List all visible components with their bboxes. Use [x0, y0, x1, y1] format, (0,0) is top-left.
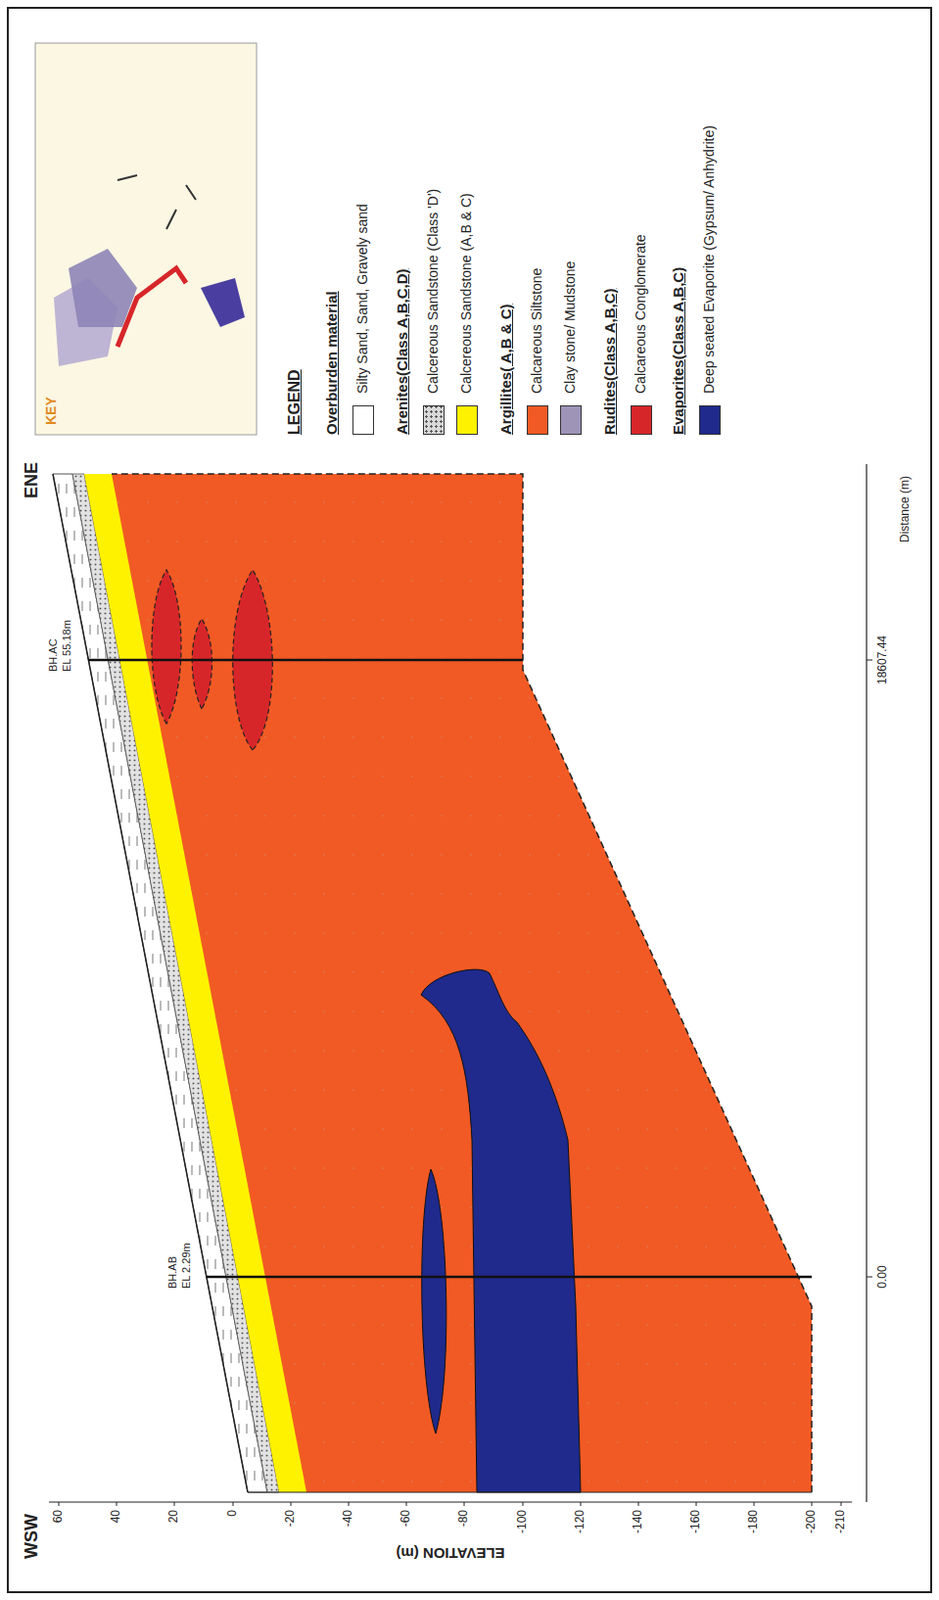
- tick-mark: [522, 1502, 524, 1506]
- evaporite-body: [421, 969, 581, 1493]
- legend-text: Calcareous Conglomerate: [632, 41, 649, 394]
- tick-mark: [348, 1502, 350, 1506]
- legend-swatch: [526, 405, 549, 435]
- sandstone-band: [84, 473, 307, 1493]
- tick-label: -200: [804, 1509, 819, 1534]
- legend-swatch: [456, 405, 478, 435]
- section-boundary: [111, 473, 812, 1493]
- tick-label: 40: [109, 1509, 124, 1523]
- legend-swatch: [352, 405, 375, 435]
- legend-text: Calcereous Sandstone (A,B & C): [458, 41, 474, 394]
- tick-label: -160: [689, 1509, 704, 1534]
- axis-label: ELEVATION (m): [395, 1544, 505, 1561]
- tick-label: 20: [167, 1509, 182, 1523]
- legend-swatch: [630, 405, 653, 435]
- tick-mark: [58, 1502, 60, 1506]
- legend-heading: Rudites(Class A,B,C): [601, 288, 618, 435]
- legend-text: Calcareous Siltstone: [528, 41, 545, 394]
- legend-text: Silty Sand, Sand, Gravely sand: [354, 41, 371, 394]
- tick-mark: [580, 1502, 582, 1506]
- tick-mark: [174, 1502, 176, 1506]
- tick-label: -100: [516, 1509, 530, 1534]
- frame: [7, 7, 932, 1593]
- axis-label: ENE: [21, 462, 43, 499]
- tick-label: -120: [573, 1509, 588, 1534]
- tick-label: -20: [283, 1509, 298, 1527]
- legend-swatch: [699, 405, 721, 435]
- tick-mark: [290, 1502, 292, 1506]
- tick-label: -180: [747, 1509, 761, 1534]
- legend-heading: Evaporites(Class A,B,C): [669, 267, 687, 435]
- distance-axis: [865, 464, 867, 1503]
- axis-label: BH.AC: [46, 638, 60, 672]
- key-map: [35, 43, 257, 435]
- tick-label: -140: [631, 1509, 646, 1534]
- conglomerate-lens: [191, 618, 212, 709]
- tick-label: 0: [226, 1509, 240, 1517]
- legend-heading: Argillites( A,B & C): [497, 303, 515, 435]
- borehole-line: [206, 1275, 812, 1279]
- conglomerate-lens: [151, 569, 182, 724]
- axis-label: Distance (m): [898, 475, 913, 543]
- tick-mark: [116, 1502, 118, 1506]
- tick-mark: [866, 1276, 873, 1278]
- tick-mark: [638, 1502, 640, 1506]
- legend-text: Clay stone/ Mudstone: [562, 41, 578, 394]
- tick-mark: [811, 1502, 813, 1506]
- tick-label: 60: [51, 1509, 66, 1523]
- tick-mark: [841, 1502, 843, 1506]
- borehole-line: [88, 658, 523, 662]
- tick-label: -210: [834, 1509, 848, 1534]
- axis-label: WSW: [21, 1513, 43, 1559]
- tick-mark: [866, 659, 873, 661]
- legend-swatch: [422, 405, 445, 435]
- sandstone-d-band: [72, 473, 280, 1493]
- legend-text: Deep seated Evaporite (Gypsum/ Anhydrite…: [701, 41, 717, 394]
- axis-label: BH.AB: [166, 1256, 180, 1289]
- axis-label: 18607.44: [876, 635, 891, 685]
- axis-label: 0.00: [876, 1265, 891, 1288]
- legend-heading: LEGEND: [285, 369, 304, 435]
- siltstone-body: [52, 473, 812, 1493]
- tick-mark: [753, 1502, 755, 1506]
- tick-label: -60: [399, 1509, 414, 1527]
- tick-mark: [406, 1502, 408, 1506]
- tick-mark: [464, 1502, 466, 1506]
- legend-swatch: [560, 405, 582, 435]
- elevation-axis: [48, 1501, 852, 1503]
- tick-label: -80: [457, 1509, 471, 1527]
- tick-mark: [696, 1502, 698, 1506]
- axis-label: KEY: [43, 396, 59, 425]
- legend-heading: Arenites(Class A,B,C,D): [393, 269, 411, 435]
- tick-label: -40: [341, 1509, 356, 1527]
- axis-label: EL 55.18m: [60, 619, 74, 672]
- evaporite-lens: [422, 1169, 447, 1434]
- legend-text: Calcereous Sandstone (Class 'D'): [424, 41, 441, 394]
- tick-mark: [233, 1502, 235, 1506]
- legend-heading: Overburden material: [323, 290, 340, 435]
- axis-label: EL 2.29m: [180, 1242, 193, 1289]
